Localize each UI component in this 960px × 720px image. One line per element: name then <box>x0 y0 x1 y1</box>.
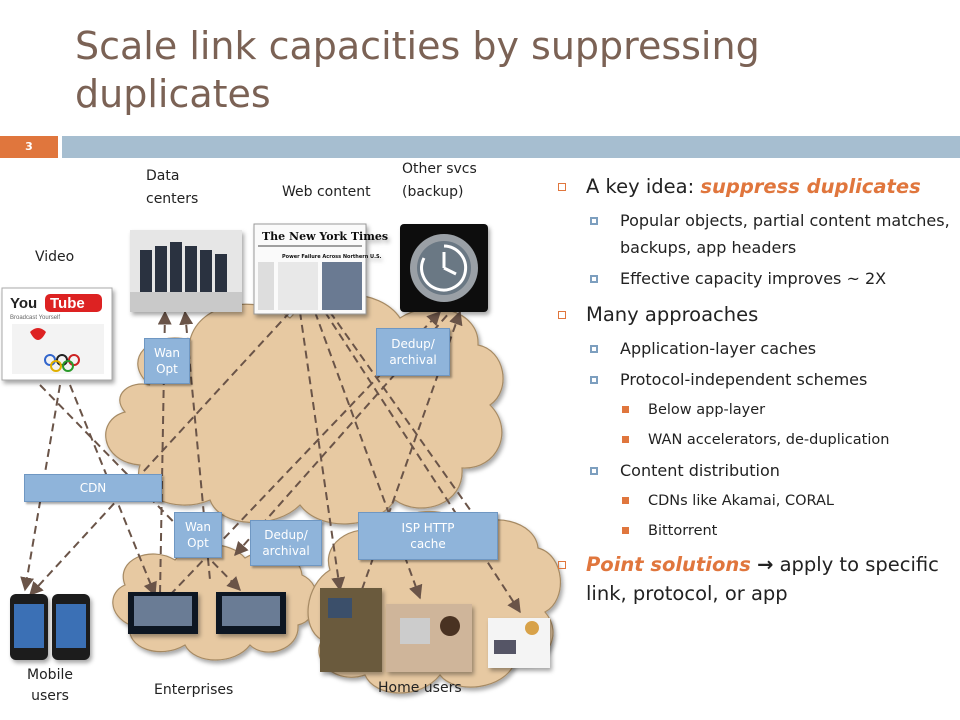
slide-number: 3 <box>25 140 33 153</box>
label-mobile-line2: users <box>31 688 69 704</box>
bullet-key-idea-highlight: suppress duplicates <box>700 175 921 198</box>
sub-bullet-popular-objects: Popular objects, partial content matches… <box>556 207 956 261</box>
youtube-sub: Broadcast Yourself <box>10 315 60 321</box>
sub-bullet-app-layer-caches: Application-layer caches <box>556 335 956 362</box>
sub-bullet-protocol-independent: Protocol-independent schemes <box>556 366 956 393</box>
bullet-many-approaches: Many approaches <box>556 300 956 329</box>
tag-wan-opt-top: Wan Opt <box>144 338 190 384</box>
label-web-content: Web content <box>282 184 371 200</box>
label-home-users: Home users <box>378 680 462 696</box>
label-data-centers-line1: Data <box>146 168 180 184</box>
label-mobile-line1: Mobile <box>27 667 73 683</box>
tag-isp-line1: ISP HTTP <box>401 521 455 535</box>
nytimes-image: The New York Times Power Failure Across … <box>253 223 388 315</box>
sub-sub-bullet-below-app-layer: Below app-layer <box>556 397 956 423</box>
youtube-you: You <box>10 295 37 312</box>
tag-isp-line2: cache <box>410 537 446 551</box>
tag-dedup-bottom: Dedup/ archival <box>250 520 322 566</box>
bullet-point-solutions-rest: apply to specific link, protocol, or app <box>586 553 939 605</box>
backup-clock-icon <box>400 224 488 312</box>
tag-wan-opt-bottom: Wan Opt <box>174 512 222 558</box>
bullet-key-idea-prefix: A key idea: <box>586 175 701 198</box>
label-data-centers-line2: centers <box>146 191 199 207</box>
sub-sub-bullet-cdns: CDNs like Akamai, CORAL <box>556 488 956 514</box>
label-video: Video <box>35 249 75 265</box>
sub-sub-bullet-wan-accelerators: WAN accelerators, de-duplication <box>556 427 956 453</box>
tag-isp-http-cache: ISP HTTP cache <box>358 512 498 560</box>
tag-dedup-top-line1: Dedup/ <box>391 337 435 351</box>
tag-cdn-text: CDN <box>79 481 107 495</box>
tag-wan-opt-top-line1: Wan <box>153 346 181 360</box>
label-other-svcs-line2: (backup) <box>402 184 464 200</box>
slide-title: Scale link capacities by suppressing dup… <box>75 24 760 116</box>
tag-dedup-top-line2: archival <box>389 353 437 367</box>
sub-bullet-effective-capacity: Effective capacity improves ~ 2X <box>556 265 956 292</box>
label-enterprises: Enterprises <box>154 682 234 698</box>
tag-dedup-bottom-line1: Dedup/ <box>264 528 308 542</box>
youtube-logo: You Tube Broadcast Yourself <box>1 287 113 381</box>
datacenter-image <box>130 230 242 312</box>
tag-dedup-bottom-line2: archival <box>262 544 310 558</box>
right-arrow-icon: → <box>757 553 774 576</box>
sub-sub-bullet-bittorrent: Bittorrent <box>556 518 956 544</box>
bullet-point-solutions-highlight: Point solutions <box>586 553 751 576</box>
laptops <box>128 592 286 634</box>
nyt-masthead: The New York Times <box>262 230 388 243</box>
home-user-photos <box>320 588 550 672</box>
label-other-svcs-line1: Other svcs <box>402 161 477 177</box>
tag-cdn: CDN <box>24 474 162 502</box>
slide-number-bar <box>0 136 58 158</box>
bullet-list: A key idea: suppress duplicates Popular … <box>556 172 956 614</box>
nyt-headline: Power Failure Across Northern U.S. <box>282 254 382 260</box>
header-rule <box>62 136 960 158</box>
tag-wan-opt-bottom-line1: Wan <box>184 520 212 534</box>
tag-wan-opt-bottom-line2: Opt <box>187 536 209 550</box>
youtube-tube: Tube <box>50 295 85 312</box>
tag-wan-opt-top-line2: Opt <box>156 362 178 376</box>
mobile-phones <box>10 594 90 660</box>
tag-dedup-top: Dedup/ archival <box>376 328 450 376</box>
bullet-key-idea: A key idea: suppress duplicates <box>556 172 956 201</box>
sub-bullet-content-distribution: Content distribution <box>556 457 956 484</box>
bullet-point-solutions: Point solutions → apply to specific link… <box>556 550 956 608</box>
